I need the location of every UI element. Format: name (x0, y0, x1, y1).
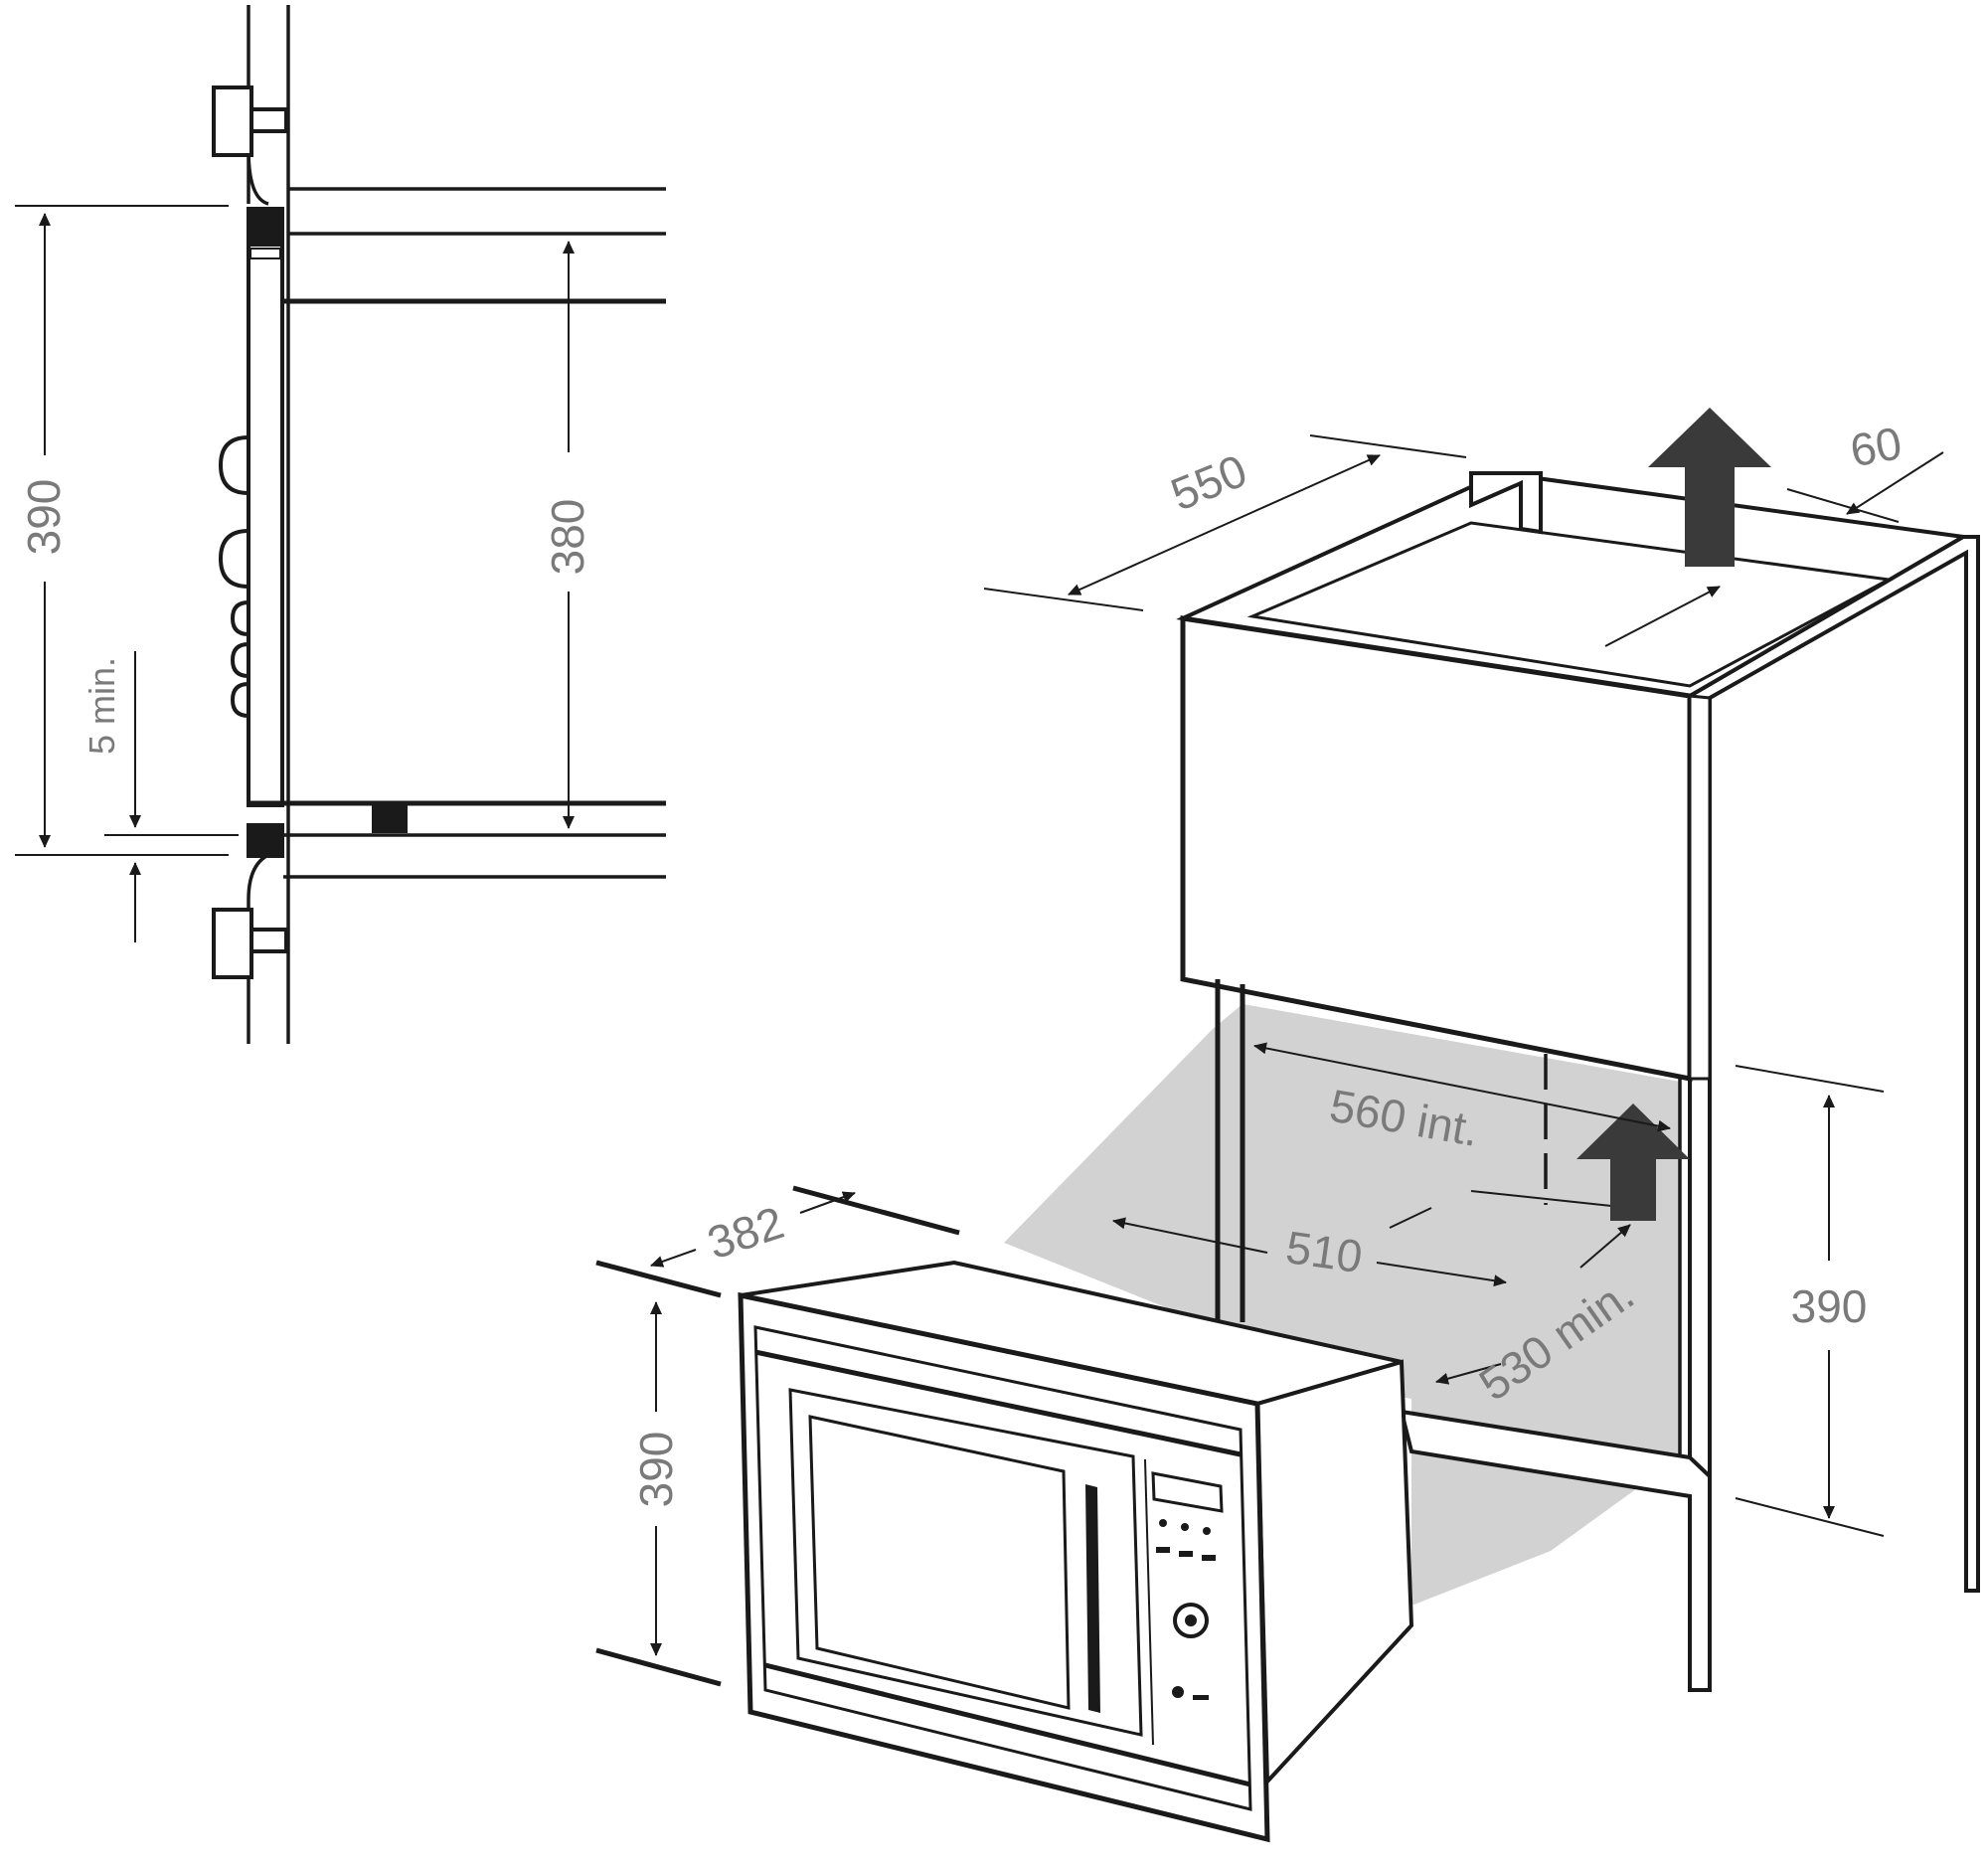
bottom-seal-block (247, 823, 284, 858)
bottom-knob-icon (212, 908, 288, 979)
oven-top-trim (754, 1349, 1242, 1457)
front-knob-icon (218, 434, 250, 719)
door-handle (1085, 1484, 1100, 1713)
dim-510-arrow-right (1376, 1262, 1507, 1287)
microwave-oven (738, 1260, 1414, 1843)
oven-window (808, 1415, 1071, 1710)
section-view: 390 380 5 min. (15, 5, 666, 1044)
support-block (372, 805, 408, 833)
dim-60-label: 60 (1847, 417, 1905, 476)
dim-390-oven-label: 390 (630, 1432, 682, 1508)
dim-382-arrow-right (799, 1191, 856, 1214)
door-release-icon (1172, 1686, 1184, 1698)
dim-382-arrow-left (650, 1249, 697, 1268)
perspective-view: 550 60 560 int. 510 530 min. 390 (595, 408, 1980, 1843)
top-seal-block (247, 207, 284, 247)
dim-550-arrow (1068, 454, 1381, 595)
dim-560-arrow (1253, 1042, 1671, 1132)
dim-390-niche-label: 390 (1791, 1280, 1868, 1332)
vent-arrow-niche-icon (1576, 1104, 1690, 1221)
display-panel (1151, 1471, 1224, 1513)
oven-bottom-trim (764, 1662, 1251, 1787)
top-knob-icon (212, 85, 288, 157)
dim-510-arrow-left (1112, 1217, 1268, 1254)
dim-530-arrow-lower (1435, 1363, 1502, 1385)
front-panel-column (247, 207, 284, 807)
cabinet-side-panel (1688, 535, 1980, 1692)
control-buttons-icon (1156, 1519, 1216, 1561)
dim-382-label: 382 (702, 1196, 790, 1269)
dim-550-label: 550 (1164, 444, 1254, 521)
dim-390-label: 390 (18, 479, 70, 556)
vent-arrow-top-icon (1648, 408, 1771, 567)
dim-380-label: 380 (542, 499, 593, 576)
wall-curve-top (247, 148, 269, 206)
niche-floor-shelf (1399, 1409, 1712, 1692)
oven-side (1254, 1359, 1414, 1786)
dim-5min-label: 5 min. (82, 657, 122, 755)
dim-60-arrow (1846, 451, 1944, 515)
dim-530-arrow-upper (1579, 1224, 1631, 1269)
back-panel-top (1469, 471, 1543, 535)
dim-510-label: 510 (1283, 1221, 1366, 1282)
